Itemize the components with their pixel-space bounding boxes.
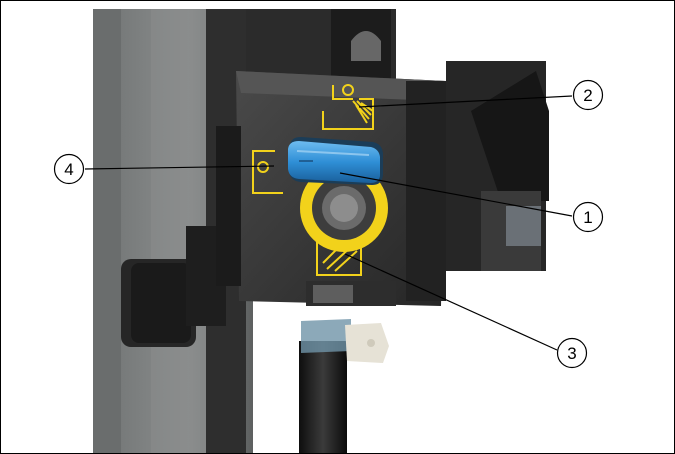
callout-1-label: 1: [583, 208, 592, 227]
knob-collar: [300, 164, 388, 252]
background-mechanism: [246, 9, 549, 271]
leader-line-2: [358, 95, 573, 108]
blue-rotary-knob[interactable]: [288, 137, 383, 185]
callout-2-label: 2: [583, 86, 592, 105]
bracket-clip: [121, 226, 226, 347]
position-marking-top: [322, 84, 374, 130]
callout-1: 1: [572, 201, 604, 233]
leader-line-3: [344, 253, 558, 351]
callout-4-label: 4: [64, 160, 73, 179]
callout-3-label: 3: [567, 344, 576, 363]
leader-line-1: [339, 172, 573, 217]
callout-4: 4: [53, 153, 85, 185]
callout-2: 2: [572, 79, 604, 111]
callout-3: 3: [556, 337, 588, 369]
hose-fitting: [306, 281, 396, 306]
leader-lines: [84, 95, 573, 351]
hose-clip: [345, 323, 389, 363]
leader-line-4: [84, 165, 275, 170]
hose: [299, 319, 351, 453]
position-marking-left: [252, 150, 283, 194]
